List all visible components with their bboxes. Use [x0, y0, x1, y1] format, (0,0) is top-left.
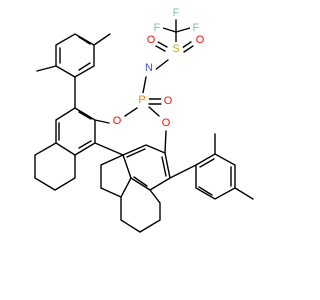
oxygen-label: O	[147, 34, 156, 46]
fluorine-label: F	[154, 22, 161, 34]
sulfur-label: S	[172, 43, 179, 55]
bond-skeleton	[34, 19, 254, 233]
sulfonyl-oxygen-left: O	[144, 33, 158, 47]
oxygen-label: O	[196, 34, 205, 46]
nitrogen-label: N	[145, 62, 153, 74]
ester-oxygen-right: O	[159, 116, 173, 130]
fluorine-atom-1: F	[151, 22, 163, 34]
atom-labels: F F F S O O N P	[110, 7, 207, 130]
sulfonyl-oxygen-right: O	[193, 33, 207, 47]
oxygen-label: O	[113, 115, 122, 127]
sulfur-atom: S	[169, 42, 183, 56]
oxygen-label: O	[162, 117, 171, 129]
nitrogen-atom: N	[142, 61, 156, 75]
fluorine-label: F	[173, 7, 180, 19]
ester-oxygen-left: O	[110, 114, 124, 128]
phosphorus-label: P	[138, 94, 145, 106]
fluorine-atom-2: F	[170, 7, 182, 19]
phosphorus-atom: P	[135, 93, 149, 107]
oxygen-label: O	[164, 95, 173, 107]
fluorine-label: F	[193, 22, 200, 34]
fluorine-atom-3: F	[190, 22, 202, 34]
phosphoryl-oxygen: O	[161, 94, 175, 108]
chemical-structure: F F F S O O N P	[34, 7, 254, 233]
